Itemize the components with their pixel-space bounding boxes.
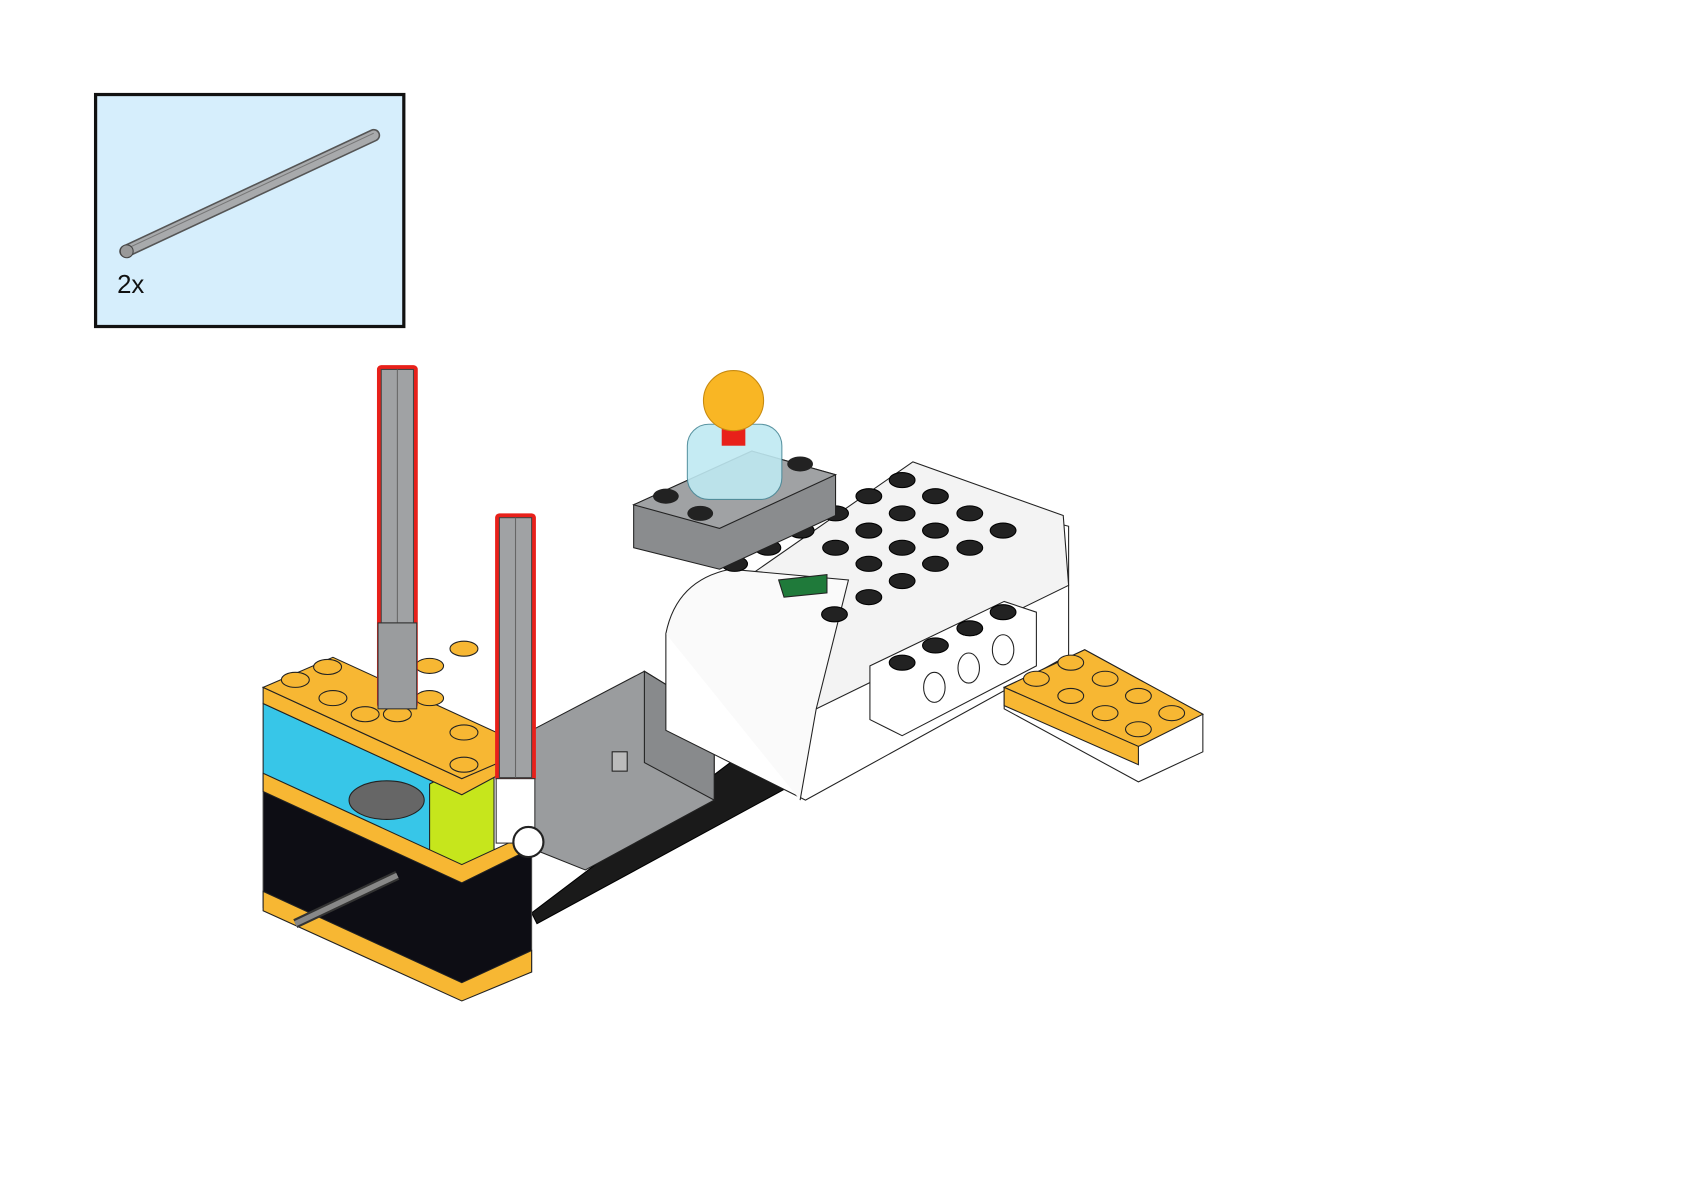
- smart-hub: [665, 461, 1070, 801]
- parts-callout: 2x: [93, 92, 406, 329]
- model-assembly: [261, 365, 1205, 1002]
- tilt-sensor: [632, 370, 838, 570]
- left-frame: [261, 640, 533, 1002]
- part-quantity: 2x: [117, 271, 144, 299]
- new-axle-2: [495, 513, 545, 859]
- new-axle-1: [376, 365, 418, 710]
- yellow-plate: [1002, 649, 1205, 783]
- axle-part-icon: [119, 128, 381, 259]
